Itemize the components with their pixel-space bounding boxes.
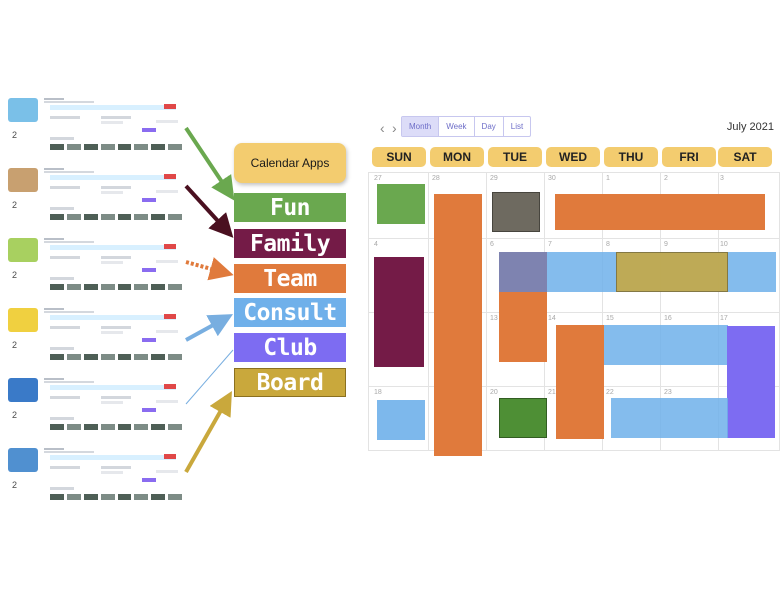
app-thumbnail-image bbox=[8, 378, 38, 402]
date-number[interactable]: 6 bbox=[490, 241, 494, 248]
date-number[interactable]: 3 bbox=[720, 175, 724, 182]
event-fun[interactable] bbox=[377, 184, 425, 224]
event-consult[interactable] bbox=[499, 252, 547, 292]
date-number[interactable]: 2 bbox=[664, 175, 668, 182]
app-label-team: Team bbox=[234, 264, 346, 293]
thumbnail-number: 2 bbox=[12, 130, 18, 140]
day-header-mon: MON bbox=[430, 147, 484, 167]
thumbnail-number: 2 bbox=[12, 340, 18, 350]
grid-line bbox=[428, 172, 429, 451]
app-thumbnail-image bbox=[8, 238, 38, 262]
arrow-board bbox=[184, 391, 232, 473]
day-header-tue: TUE bbox=[488, 147, 542, 167]
date-number[interactable]: 23 bbox=[664, 389, 672, 396]
app-label-fun: Fun bbox=[234, 193, 346, 222]
view-switcher: Month Week Day List bbox=[401, 116, 532, 137]
thumbnail-number: 2 bbox=[12, 480, 18, 490]
date-number[interactable]: 13 bbox=[490, 315, 498, 322]
next-month-button[interactable]: › bbox=[392, 120, 397, 136]
app-thumbnail: 2 bbox=[6, 376, 186, 436]
event-consult[interactable] bbox=[604, 325, 728, 365]
date-number[interactable]: 29 bbox=[490, 175, 498, 182]
date-number[interactable]: 17 bbox=[720, 315, 728, 322]
app-thumbnail-image bbox=[8, 98, 38, 122]
date-number[interactable]: 15 bbox=[606, 315, 614, 322]
date-number[interactable]: 16 bbox=[664, 315, 672, 322]
app-thumbnail: 2 bbox=[6, 306, 186, 366]
view-day-button[interactable]: Day bbox=[475, 117, 504, 136]
grid-line bbox=[660, 172, 661, 451]
calendar-apps-label: Calendar Apps bbox=[234, 143, 346, 183]
event-consult[interactable] bbox=[377, 400, 425, 440]
app-label-club: Club bbox=[234, 333, 346, 362]
date-number[interactable]: 21 bbox=[548, 389, 556, 396]
day-header-sun: SUN bbox=[372, 147, 426, 167]
day-header-thu: THU bbox=[604, 147, 658, 167]
arrow-fun bbox=[184, 126, 235, 201]
arrow-club bbox=[185, 349, 234, 405]
month-title: July 2021 bbox=[726, 121, 774, 133]
date-number[interactable]: 28 bbox=[432, 175, 440, 182]
app-thumbnail: 2 bbox=[6, 96, 186, 156]
event-team[interactable] bbox=[434, 194, 482, 456]
grid-line bbox=[368, 172, 780, 173]
date-number[interactable]: 8 bbox=[606, 241, 610, 248]
app-thumbnail: 2 bbox=[6, 166, 186, 226]
event-family[interactable] bbox=[374, 257, 424, 367]
arrow-team bbox=[185, 257, 234, 281]
event-fun[interactable] bbox=[499, 398, 547, 438]
app-thumbnail-image bbox=[8, 168, 38, 192]
prev-month-button[interactable]: ‹ bbox=[380, 120, 385, 136]
day-header-wed: WED bbox=[546, 147, 600, 167]
day-header-sat: SAT bbox=[718, 147, 772, 167]
grid-line bbox=[368, 172, 369, 451]
app-thumbnail: 2 bbox=[6, 446, 186, 506]
app-label-consult: Consult bbox=[234, 298, 346, 327]
event-team[interactable] bbox=[555, 194, 765, 230]
event-team[interactable] bbox=[556, 325, 604, 439]
grid-line bbox=[368, 450, 780, 451]
date-number[interactable]: 14 bbox=[548, 315, 556, 322]
date-number[interactable]: 18 bbox=[374, 389, 382, 396]
event-consult[interactable] bbox=[611, 398, 728, 438]
thumbnail-number: 2 bbox=[12, 200, 18, 210]
view-week-button[interactable]: Week bbox=[439, 117, 475, 136]
thumbnail-number: 2 bbox=[12, 410, 18, 420]
app-thumbnail-image bbox=[8, 308, 38, 332]
date-number[interactable]: 1 bbox=[606, 175, 610, 182]
event-club[interactable] bbox=[727, 326, 775, 438]
app-thumbnail-image bbox=[8, 448, 38, 472]
date-number[interactable]: 20 bbox=[490, 389, 498, 396]
date-number[interactable]: 9 bbox=[664, 241, 668, 248]
date-number[interactable]: 27 bbox=[374, 175, 382, 182]
event-board[interactable] bbox=[616, 252, 728, 292]
event-board[interactable] bbox=[492, 192, 540, 232]
thumbnail-number: 2 bbox=[12, 270, 18, 280]
app-label-family: Family bbox=[234, 229, 346, 258]
grid-line bbox=[718, 172, 719, 451]
date-number[interactable]: 10 bbox=[720, 241, 728, 248]
date-number[interactable]: 30 bbox=[548, 175, 556, 182]
grid-line bbox=[486, 172, 487, 451]
date-number[interactable]: 4 bbox=[374, 241, 378, 248]
day-header-fri: FRI bbox=[662, 147, 716, 167]
grid-line bbox=[368, 312, 780, 313]
grid-line bbox=[602, 172, 603, 451]
app-thumbnail: 2 bbox=[6, 236, 186, 296]
arrow-family bbox=[184, 184, 234, 238]
event-team[interactable] bbox=[499, 292, 547, 362]
arrow-consult bbox=[185, 314, 234, 342]
view-month-button[interactable]: Month bbox=[402, 117, 440, 136]
grid-line bbox=[368, 238, 780, 239]
app-label-board: Board bbox=[234, 368, 346, 397]
date-number[interactable]: 7 bbox=[548, 241, 552, 248]
date-number[interactable]: 22 bbox=[606, 389, 614, 396]
view-list-button[interactable]: List bbox=[510, 122, 524, 131]
